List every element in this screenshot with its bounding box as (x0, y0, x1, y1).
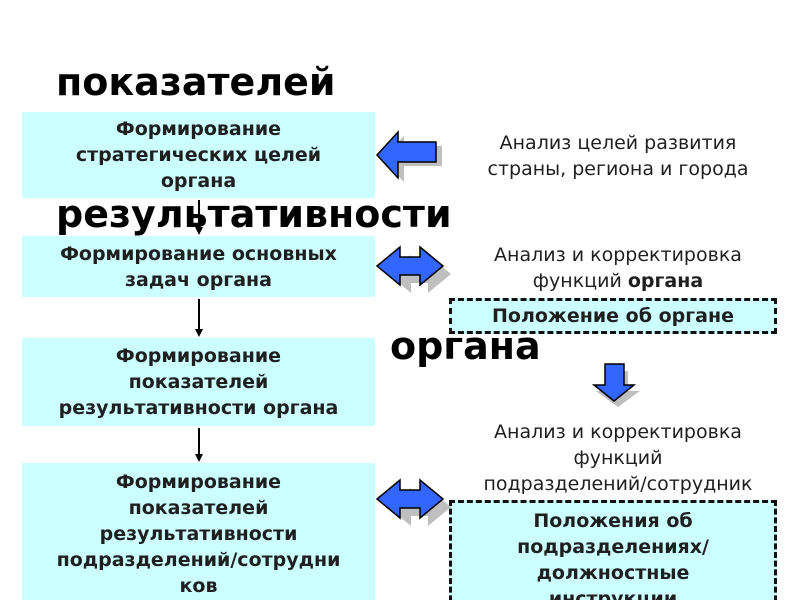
box-unit-indicators: Формирование показателей результативност… (22, 463, 375, 600)
box-main-tasks-text: Формирование основных задач органа (60, 242, 337, 291)
box-organ-indicators-text: Формирование показателей результативност… (58, 345, 339, 419)
title-line-1: показателей (56, 60, 336, 104)
box-unit-indicators-text: Формирование показателей результативност… (56, 471, 341, 597)
slide-title: показателей результативности органа (56, 0, 616, 456)
functions-analysis-text: Анализ и корректировка функций органа (448, 242, 788, 294)
box-main-tasks: Формирование основных задач органа (22, 236, 375, 297)
box-organ-indicators: Формирование показателей результативност… (22, 338, 375, 426)
double-arrow-2-shadow (388, 488, 451, 526)
units-regulation-box: Положения об подразделениях/ должностные… (449, 500, 777, 600)
units-analysis-text: Анализ и корректировка функций подраздел… (483, 421, 753, 495)
goals-analysis-text: Анализ целей развития страны, региона и … (487, 132, 749, 180)
box-strategic-goals: Формирование стратегических целей органа (22, 112, 375, 198)
regulation-box: Положение об органе (449, 298, 777, 334)
title-line-2: результативности (56, 192, 452, 236)
functions-analysis-prefix: Анализ и корректировка функций (494, 244, 742, 292)
box-strategic-goals-text: Формирование стратегических целей органа (75, 118, 322, 192)
functions-analysis-bold: органа (627, 270, 704, 292)
double-arrow-2 (375, 478, 445, 520)
